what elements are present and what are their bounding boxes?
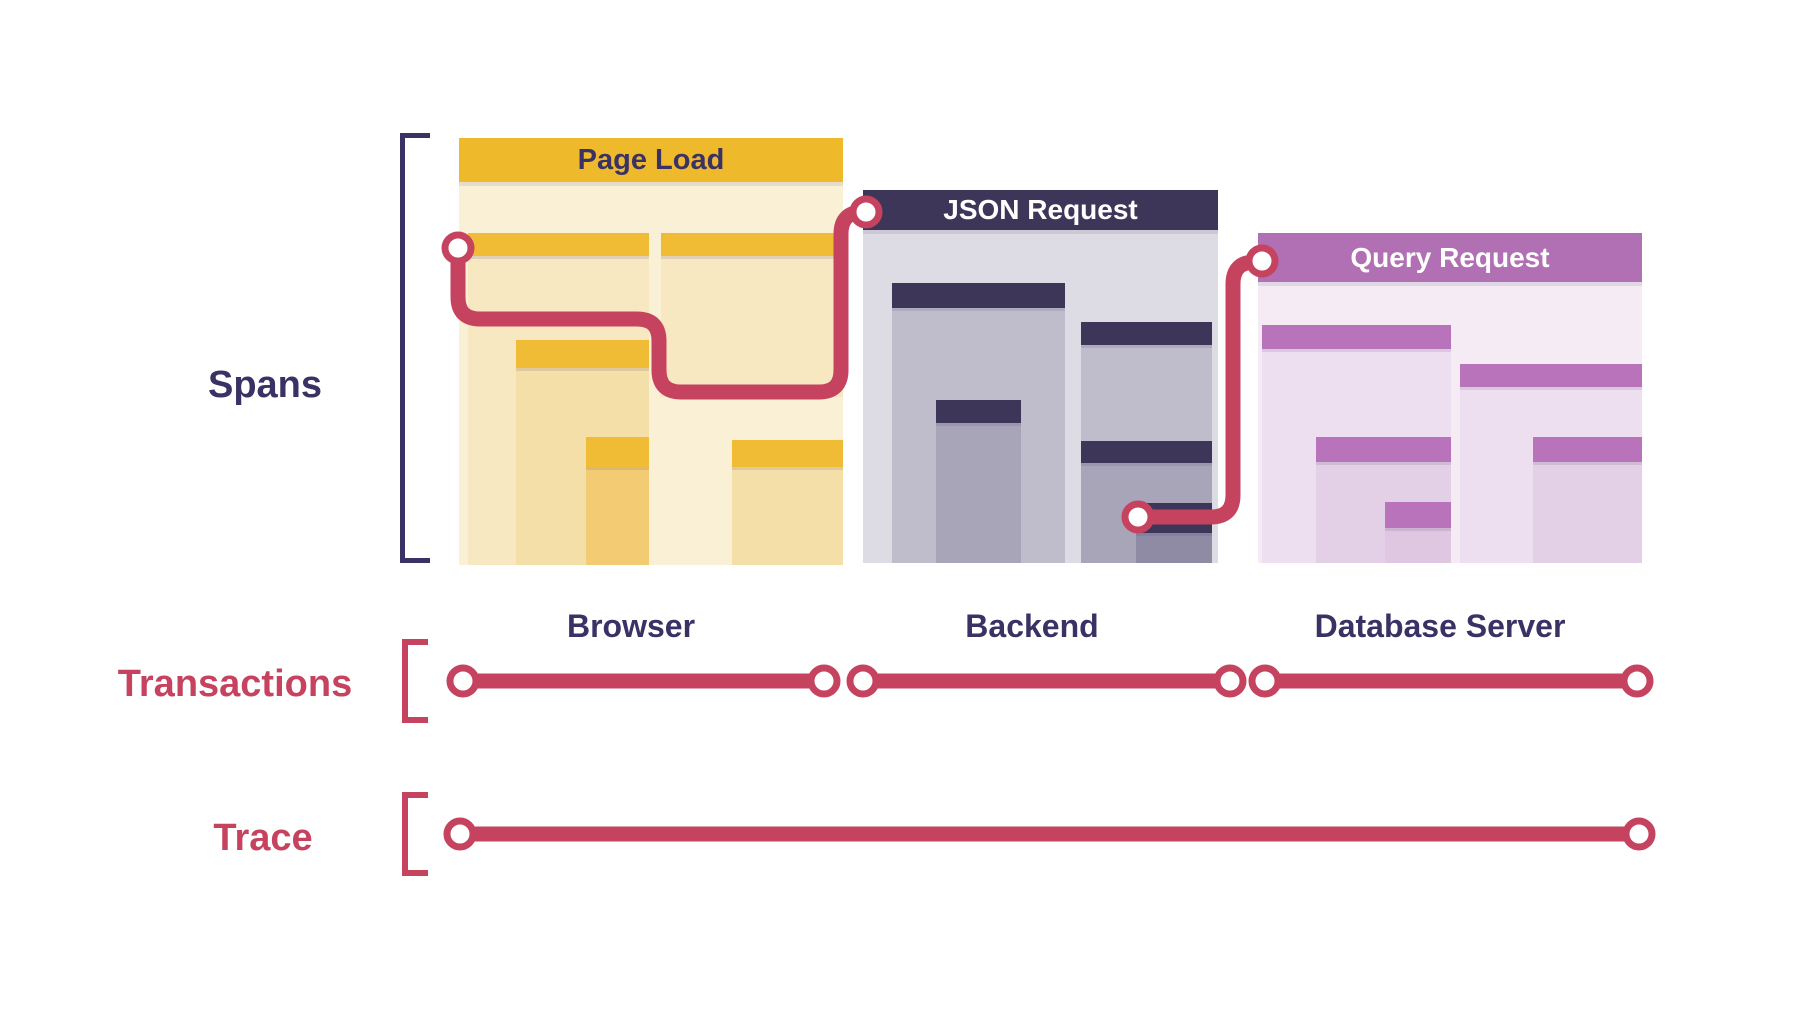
span-bar-body bbox=[732, 467, 843, 565]
json-request-title: JSON Request bbox=[943, 194, 1138, 225]
transaction-endpoint bbox=[846, 664, 880, 698]
span-bar-body bbox=[1136, 533, 1212, 563]
span-bar-header bbox=[1316, 437, 1451, 462]
span-bar-body bbox=[661, 256, 843, 397]
panel-page-load: Page Load bbox=[459, 138, 843, 565]
span-bar-body bbox=[586, 467, 649, 565]
span-bar-body bbox=[1533, 462, 1642, 563]
span-bar bbox=[1136, 503, 1212, 563]
span-bar-header bbox=[732, 440, 843, 467]
trace-bracket bbox=[402, 792, 428, 876]
panel-query-request: Query Request bbox=[1258, 233, 1642, 563]
caption-database-server: Database Server bbox=[1314, 608, 1566, 644]
spans-label: Spans bbox=[207, 364, 323, 406]
caption-browser: Browser bbox=[566, 608, 696, 644]
transaction-endpoint bbox=[1620, 664, 1654, 698]
query-request-title: Query Request bbox=[1350, 241, 1550, 273]
span-bar bbox=[661, 233, 843, 397]
span-bar bbox=[1533, 437, 1642, 563]
panel-json-request: JSON Request bbox=[863, 190, 1218, 563]
transaction-endpoint bbox=[1213, 664, 1247, 698]
span-bar-header bbox=[1262, 325, 1451, 349]
span-bar-body bbox=[936, 423, 1021, 563]
trace-label: Trace bbox=[213, 817, 313, 859]
trace-endpoint bbox=[1622, 817, 1656, 851]
json-request-panel-header: JSON Request bbox=[863, 190, 1218, 230]
page-load-title: Page Load bbox=[577, 143, 725, 176]
span-bar bbox=[1385, 502, 1451, 563]
span-bar-header bbox=[516, 340, 649, 368]
span-bar-header bbox=[586, 437, 649, 467]
span-bar-header bbox=[936, 400, 1021, 423]
span-bar-header bbox=[892, 283, 1065, 308]
transaction-endpoint bbox=[1248, 664, 1282, 698]
span-bar-header bbox=[1533, 437, 1642, 462]
span-bar bbox=[936, 400, 1021, 563]
span-bar bbox=[732, 440, 843, 565]
query-request-panel-header: Query Request bbox=[1258, 233, 1642, 282]
span-bar-header bbox=[1460, 364, 1642, 387]
transaction-endpoint bbox=[446, 664, 480, 698]
caption-backend: Backend bbox=[965, 608, 1099, 644]
transactions-bracket bbox=[402, 639, 428, 723]
page-load-panel-header: Page Load bbox=[459, 138, 843, 182]
trace-endpoint bbox=[443, 817, 477, 851]
span-bar-header bbox=[1385, 502, 1451, 528]
span-bar-body bbox=[1385, 528, 1451, 563]
spans-bracket bbox=[400, 133, 430, 563]
transaction-endpoint bbox=[807, 664, 841, 698]
span-bar-header bbox=[468, 233, 649, 256]
span-bar-header bbox=[1081, 322, 1212, 345]
span-bar-header bbox=[1136, 503, 1212, 533]
transactions-label: Transactions bbox=[117, 663, 353, 705]
span-bar bbox=[586, 437, 649, 565]
span-bar-header bbox=[1081, 441, 1212, 463]
span-bar-header bbox=[661, 233, 843, 256]
